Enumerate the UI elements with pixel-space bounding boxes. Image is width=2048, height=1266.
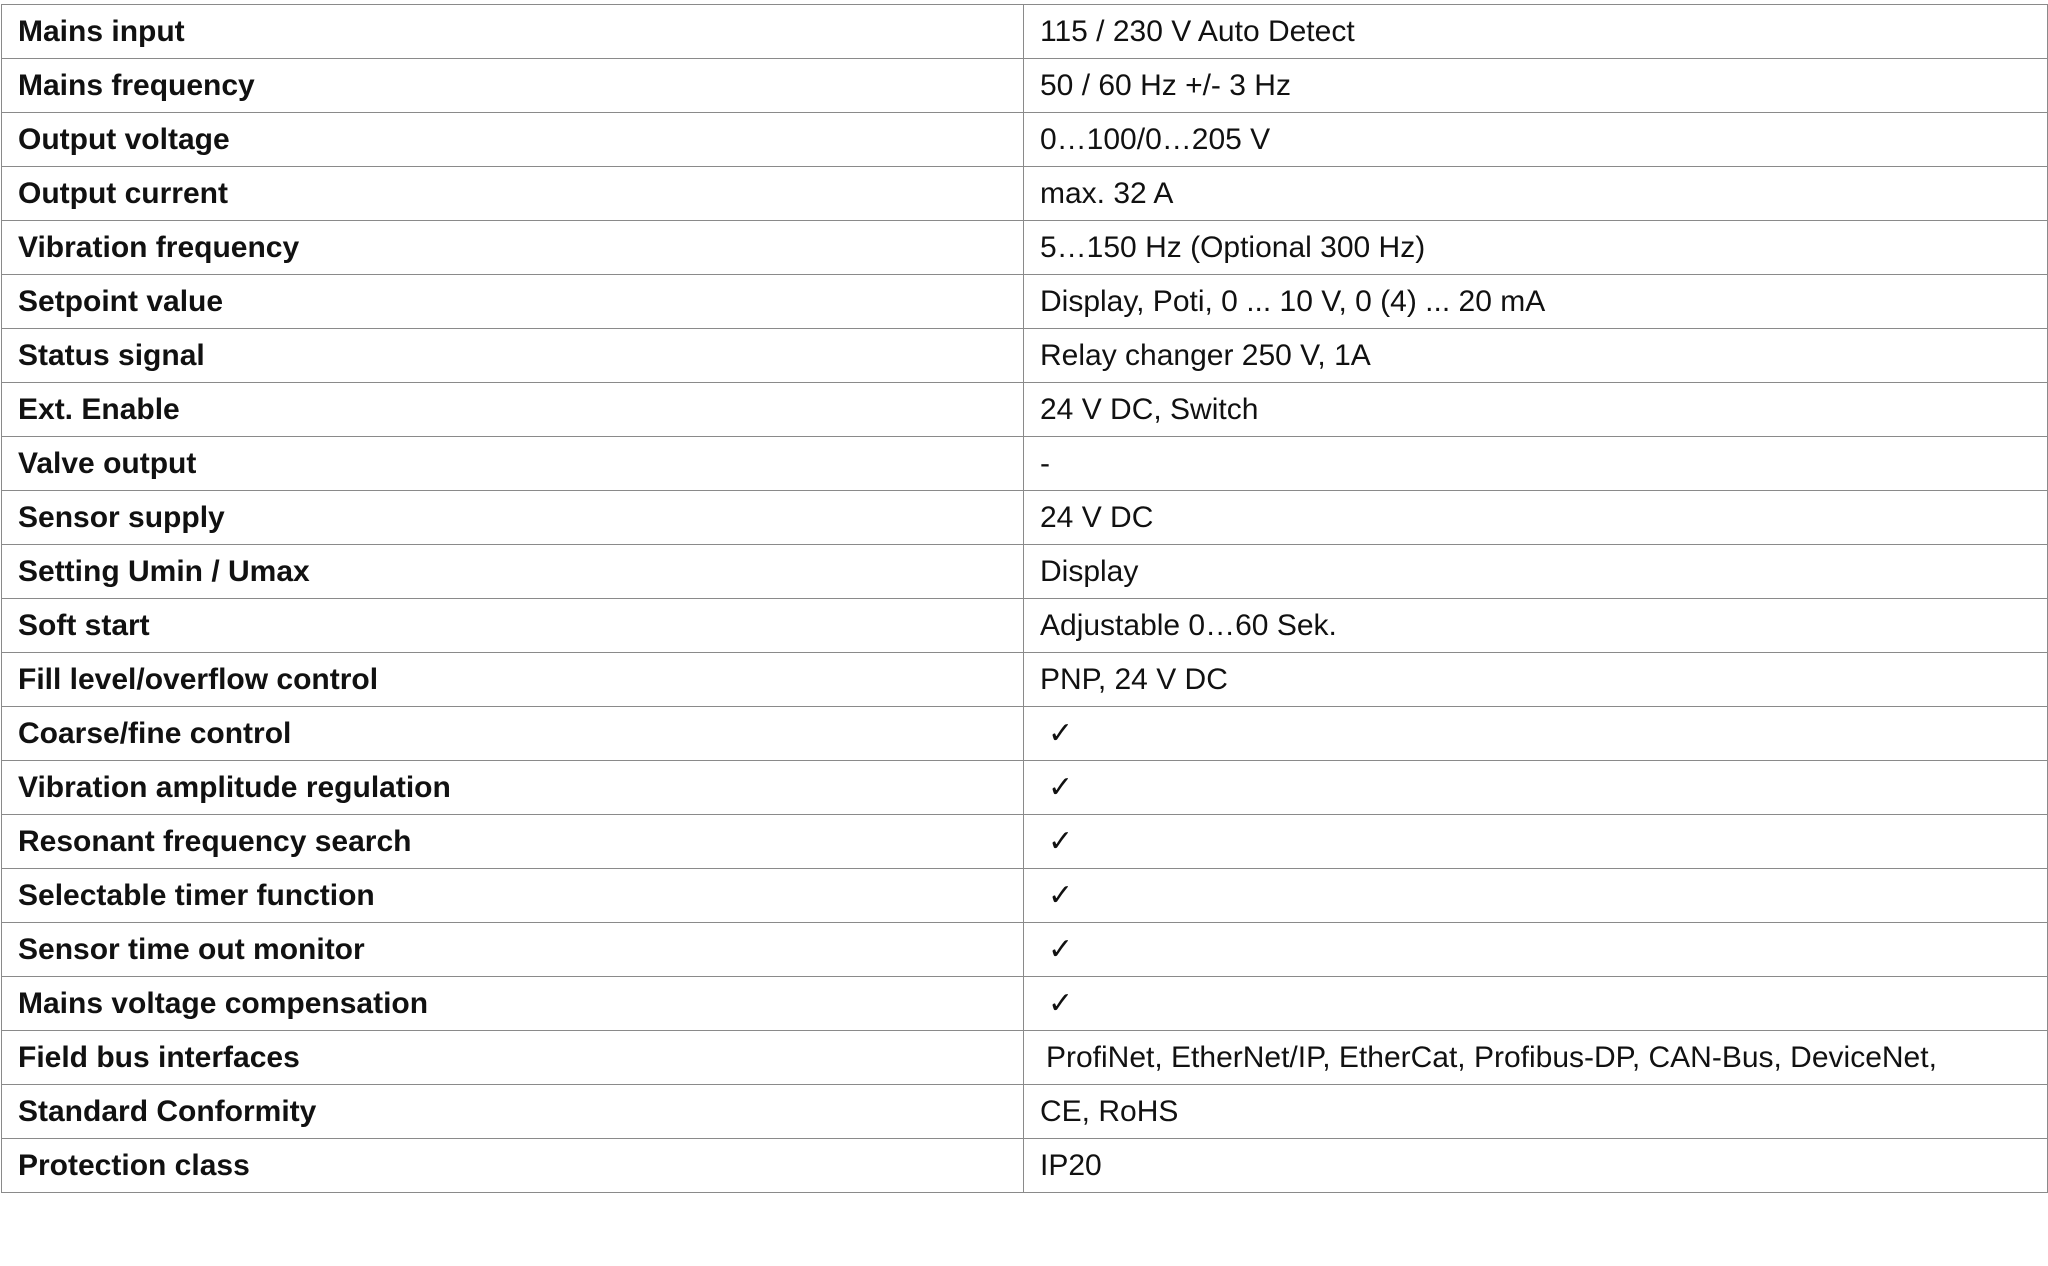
table-row: Mains input 115 / 230 V Auto Detect xyxy=(1,4,2048,59)
spec-value: 24 V DC xyxy=(1023,490,2048,545)
table-row: Sensor supply 24 V DC xyxy=(1,490,2048,545)
table-row: Coarse/fine control ✓ xyxy=(1,706,2048,761)
checkmark-icon: ✓ xyxy=(1023,760,2048,815)
table-row: Resonant frequency search ✓ xyxy=(1,814,2048,869)
table-row: Sensor time out monitor ✓ xyxy=(1,922,2048,977)
spec-label: Resonant frequency search xyxy=(1,814,1024,869)
spec-label: Mains input xyxy=(1,4,1024,59)
spec-label: Vibration frequency xyxy=(1,220,1024,275)
table-row: Standard Conformity CE, RoHS xyxy=(1,1084,2048,1139)
table-row: Valve output - xyxy=(1,436,2048,491)
table-row: Setpoint value Display, Poti, 0 ... 10 V… xyxy=(1,274,2048,329)
checkmark-icon: ✓ xyxy=(1023,706,2048,761)
checkmark-icon: ✓ xyxy=(1023,976,2048,1031)
spec-label: Protection class xyxy=(1,1138,1024,1193)
spec-label: Mains frequency xyxy=(1,58,1024,113)
spec-value: Display xyxy=(1023,544,2048,599)
table-row: Output current max. 32 A xyxy=(1,166,2048,221)
spec-label: Standard Conformity xyxy=(1,1084,1024,1139)
spec-label: Status signal xyxy=(1,328,1024,383)
table-row: Status signal Relay changer 250 V, 1A xyxy=(1,328,2048,383)
spec-value: CE, RoHS xyxy=(1023,1084,2048,1139)
spec-label: Selectable timer function xyxy=(1,868,1024,923)
spec-value: Display, Poti, 0 ... 10 V, 0 (4) ... 20 … xyxy=(1023,274,2048,329)
checkmark-icon: ✓ xyxy=(1023,814,2048,869)
spec-label: Sensor time out monitor xyxy=(1,922,1024,977)
spec-value: 5…150 Hz (Optional 300 Hz) xyxy=(1023,220,2048,275)
spec-label: Fill level/overflow control xyxy=(1,652,1024,707)
spec-label: Field bus interfaces xyxy=(1,1030,1024,1085)
spec-value: - xyxy=(1023,436,2048,491)
table-row: Selectable timer function ✓ xyxy=(1,868,2048,923)
spec-value: max. 32 A xyxy=(1023,166,2048,221)
spec-value: 50 / 60 Hz +/- 3 Hz xyxy=(1023,58,2048,113)
table-row: Mains frequency 50 / 60 Hz +/- 3 Hz xyxy=(1,58,2048,113)
table-row: Output voltage 0…100/0…205 V xyxy=(1,112,2048,167)
spec-label: Setting Umin / Umax xyxy=(1,544,1024,599)
spec-label: Mains voltage compensation xyxy=(1,976,1024,1031)
table-row: Soft start Adjustable 0…60 Sek. xyxy=(1,598,2048,653)
spec-table-body: Mains input 115 / 230 V Auto Detect Main… xyxy=(1,4,2048,1193)
spec-value: ProfiNet, EtherNet/IP, EtherCat, Profibu… xyxy=(1023,1030,2048,1085)
table-row: Mains voltage compensation ✓ xyxy=(1,976,2048,1031)
spec-label: Sensor supply xyxy=(1,490,1024,545)
spec-label: Output voltage xyxy=(1,112,1024,167)
spec-label: Valve output xyxy=(1,436,1024,491)
table-row: Field bus interfaces ProfiNet, EtherNet/… xyxy=(1,1030,2048,1085)
spec-value: Adjustable 0…60 Sek. xyxy=(1023,598,2048,653)
spec-label: Output current xyxy=(1,166,1024,221)
checkmark-icon: ✓ xyxy=(1023,922,2048,977)
spec-value: PNP, 24 V DC xyxy=(1023,652,2048,707)
spec-table: Mains input 115 / 230 V Auto Detect Main… xyxy=(1,4,2048,1193)
spec-label: Vibration amplitude regulation xyxy=(1,760,1024,815)
spec-value: IP20 xyxy=(1023,1138,2048,1193)
table-row: Vibration frequency 5…150 Hz (Optional 3… xyxy=(1,220,2048,275)
table-row: Ext. Enable 24 V DC, Switch xyxy=(1,382,2048,437)
spec-label: Ext. Enable xyxy=(1,382,1024,437)
spec-value: 0…100/0…205 V xyxy=(1023,112,2048,167)
spec-value: 24 V DC, Switch xyxy=(1023,382,2048,437)
spec-label: Soft start xyxy=(1,598,1024,653)
table-row: Vibration amplitude regulation ✓ xyxy=(1,760,2048,815)
table-row: Protection class IP20 xyxy=(1,1138,2048,1193)
table-row: Fill level/overflow control PNP, 24 V DC xyxy=(1,652,2048,707)
spec-label: Coarse/fine control xyxy=(1,706,1024,761)
table-row: Setting Umin / Umax Display xyxy=(1,544,2048,599)
spec-value: 115 / 230 V Auto Detect xyxy=(1023,4,2048,59)
spec-label: Setpoint value xyxy=(1,274,1024,329)
spec-value: Relay changer 250 V, 1A xyxy=(1023,328,2048,383)
checkmark-icon: ✓ xyxy=(1023,868,2048,923)
